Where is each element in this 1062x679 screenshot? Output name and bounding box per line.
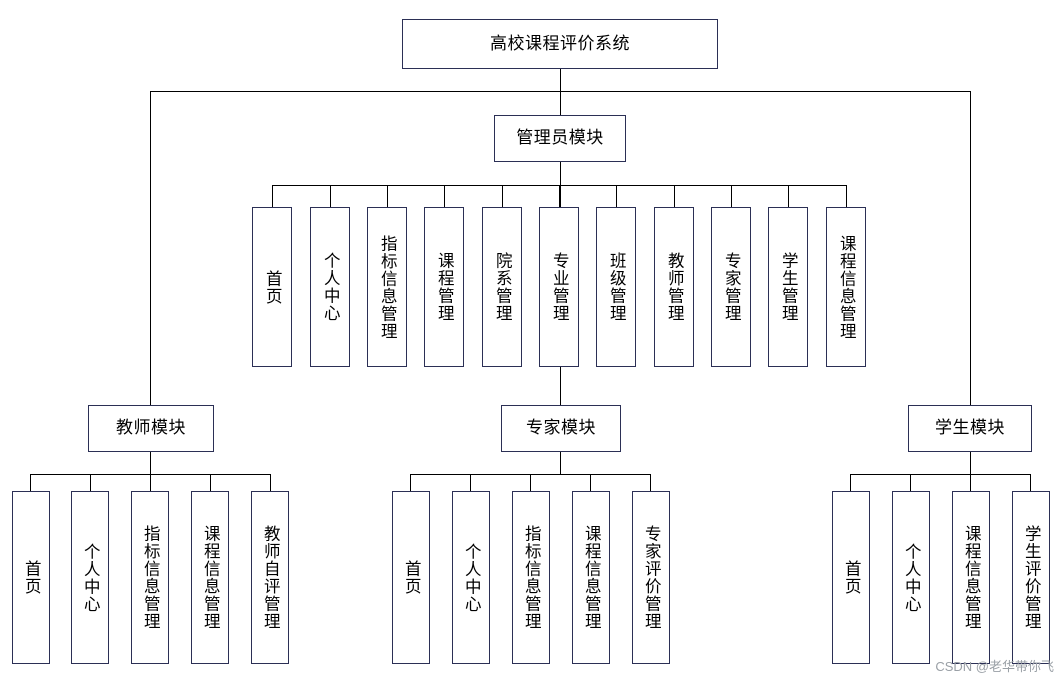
connector-teacher-child-3 bbox=[150, 474, 151, 491]
connector-teacher-child-5 bbox=[270, 474, 271, 491]
node-student-item-1[interactable]: 首页 bbox=[832, 491, 870, 664]
connector-admin-child-2 bbox=[330, 185, 331, 207]
node-admin-item-4[interactable]: 课程管理 bbox=[424, 207, 464, 367]
node-admin-item-11[interactable]: 课程信息管理 bbox=[826, 207, 866, 367]
connector-expert-child-1 bbox=[410, 474, 411, 491]
connector-admin-child-4 bbox=[444, 185, 445, 207]
connector-admin-child-1 bbox=[272, 185, 273, 207]
connector-expert-child-5 bbox=[650, 474, 651, 491]
connector-expert-child-3 bbox=[530, 474, 531, 491]
node-expert-item-4[interactable]: 课程信息管理 bbox=[572, 491, 610, 664]
node-expert-item-2[interactable]: 个人中心 bbox=[452, 491, 490, 664]
node-teacher-item-5[interactable]: 教师自评管理 bbox=[251, 491, 289, 664]
connector-teacher-child-2 bbox=[90, 474, 91, 491]
node-admin-item-9[interactable]: 专家管理 bbox=[711, 207, 751, 367]
connector-admin-child-9 bbox=[731, 185, 732, 207]
node-module-expert[interactable]: 专家模块 bbox=[501, 405, 621, 452]
node-admin-item-2[interactable]: 个人中心 bbox=[310, 207, 350, 367]
node-admin-item-6[interactable]: 专业管理 bbox=[539, 207, 579, 367]
node-expert-item-5[interactable]: 专家评价管理 bbox=[632, 491, 670, 664]
connector-teacher-child-4 bbox=[210, 474, 211, 491]
connector-expert-down bbox=[560, 452, 561, 474]
connector-root-down bbox=[560, 69, 561, 91]
connector-bus-student bbox=[970, 91, 971, 405]
connector-admin-child-11 bbox=[846, 185, 847, 207]
connector-student-child-2 bbox=[910, 474, 911, 491]
connector-admin-child-3 bbox=[387, 185, 388, 207]
connector-student-down bbox=[970, 452, 971, 474]
node-expert-item-1[interactable]: 首页 bbox=[392, 491, 430, 664]
node-admin-item-7[interactable]: 班级管理 bbox=[596, 207, 636, 367]
node-teacher-item-4[interactable]: 课程信息管理 bbox=[191, 491, 229, 664]
connector-bus-teacher bbox=[150, 91, 151, 405]
node-teacher-item-3[interactable]: 指标信息管理 bbox=[131, 491, 169, 664]
connector-expert-child-4 bbox=[590, 474, 591, 491]
node-student-item-4[interactable]: 学生评价管理 bbox=[1012, 491, 1050, 664]
connector-admin-child-7 bbox=[616, 185, 617, 207]
node-root[interactable]: 高校课程评价系统 bbox=[402, 19, 718, 69]
connector-admin-down bbox=[560, 162, 561, 185]
connector-admin-child-5 bbox=[502, 185, 503, 207]
connector-student-child-1 bbox=[850, 474, 851, 491]
connector-admin-child-8 bbox=[674, 185, 675, 207]
connector-bus-admin bbox=[560, 91, 561, 115]
node-expert-item-3[interactable]: 指标信息管理 bbox=[512, 491, 550, 664]
node-admin-item-10[interactable]: 学生管理 bbox=[768, 207, 808, 367]
node-admin-item-8[interactable]: 教师管理 bbox=[654, 207, 694, 367]
node-admin-item-1[interactable]: 首页 bbox=[252, 207, 292, 367]
node-module-teacher[interactable]: 教师模块 bbox=[88, 405, 214, 452]
watermark: CSDN @老华带你飞 bbox=[935, 659, 1054, 674]
node-module-student[interactable]: 学生模块 bbox=[908, 405, 1032, 452]
connector-student-child-3 bbox=[970, 474, 971, 491]
connector-student-child-4 bbox=[1030, 474, 1031, 491]
connector-teacher-child-1 bbox=[30, 474, 31, 491]
node-admin-item-5[interactable]: 院系管理 bbox=[482, 207, 522, 367]
connector-teacher-down bbox=[150, 452, 151, 474]
node-admin-item-3[interactable]: 指标信息管理 bbox=[367, 207, 407, 367]
connector-expert-child-2 bbox=[470, 474, 471, 491]
node-student-item-3[interactable]: 课程信息管理 bbox=[952, 491, 990, 664]
node-student-item-2[interactable]: 个人中心 bbox=[892, 491, 930, 664]
connector-admin-child-10 bbox=[788, 185, 789, 207]
node-module-admin[interactable]: 管理员模块 bbox=[494, 115, 626, 162]
node-teacher-item-1[interactable]: 首页 bbox=[12, 491, 50, 664]
connector-admin-child-6 bbox=[559, 185, 560, 207]
node-teacher-item-2[interactable]: 个人中心 bbox=[71, 491, 109, 664]
connector-student-bus bbox=[850, 474, 1030, 475]
